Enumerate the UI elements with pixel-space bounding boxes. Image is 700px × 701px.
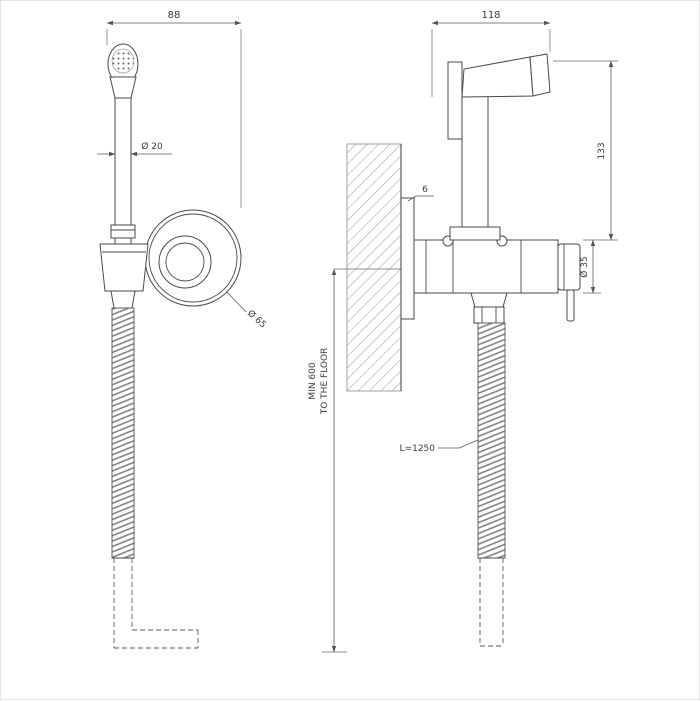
dim-body-diameter: Ø 35 bbox=[579, 239, 601, 294]
wall-section bbox=[346, 143, 402, 392]
holder-cup-flange bbox=[449, 226, 501, 241]
flex-hose-side bbox=[470, 292, 508, 647]
holder-body-side bbox=[413, 226, 581, 322]
spray-handle-side bbox=[461, 92, 489, 240]
wall-bracket-front bbox=[99, 243, 149, 292]
dim-side-width-label: 118 bbox=[481, 10, 500, 21]
hose-continuation-dashed-side bbox=[479, 558, 504, 647]
hand-spray-side bbox=[447, 53, 551, 240]
front-view: 88 Ø 20 Ø 65 bbox=[97, 10, 268, 649]
dim-plate-thickness-label: 6 bbox=[422, 185, 428, 195]
flex-hose-front bbox=[110, 290, 199, 649]
side-view: 6 bbox=[308, 10, 618, 653]
dim-min-height-label-2: TO THE FLOOR bbox=[320, 348, 330, 416]
valve-knob bbox=[557, 243, 581, 291]
spray-head-cap bbox=[529, 53, 551, 97]
dim-min-height: MIN 600 TO THE FLOOR bbox=[308, 268, 347, 653]
dim-min-height-label-1: MIN 600 bbox=[308, 362, 318, 399]
hose-continuation-dashed-front bbox=[113, 558, 199, 649]
dim-hose-length-label: L=1250 bbox=[400, 444, 436, 454]
hand-spray-front bbox=[107, 43, 139, 245]
dim-handshower-diameter-label: Ø 20 bbox=[141, 141, 163, 152]
spray-head-cone bbox=[461, 56, 534, 98]
dim-plate-thickness: 6 bbox=[407, 185, 434, 202]
handle-collar bbox=[110, 224, 136, 239]
valve-pin bbox=[566, 289, 575, 322]
dim-side-width: 118 bbox=[431, 10, 551, 97]
dim-height: 133 bbox=[553, 60, 618, 241]
dim-front-width-label: 88 bbox=[168, 10, 181, 21]
dim-rosette-diameter: Ø 65 bbox=[226, 291, 268, 330]
dim-rosette-diameter-label: Ø 65 bbox=[245, 308, 268, 330]
dim-handshower-diameter: Ø 20 bbox=[97, 141, 172, 157]
dim-front-width: 88 bbox=[106, 10, 242, 208]
hose-nut bbox=[473, 306, 505, 324]
holder-rosette-circle bbox=[144, 209, 242, 307]
cover-plate bbox=[400, 197, 415, 320]
spray-handle-front bbox=[114, 97, 132, 245]
holder-hook-side bbox=[447, 61, 463, 140]
dim-body-diameter-label: Ø 35 bbox=[579, 256, 590, 277]
dim-height-label: 133 bbox=[597, 142, 607, 159]
spray-face-perforations bbox=[111, 48, 135, 74]
dim-hose-length: L=1250 bbox=[400, 439, 479, 454]
